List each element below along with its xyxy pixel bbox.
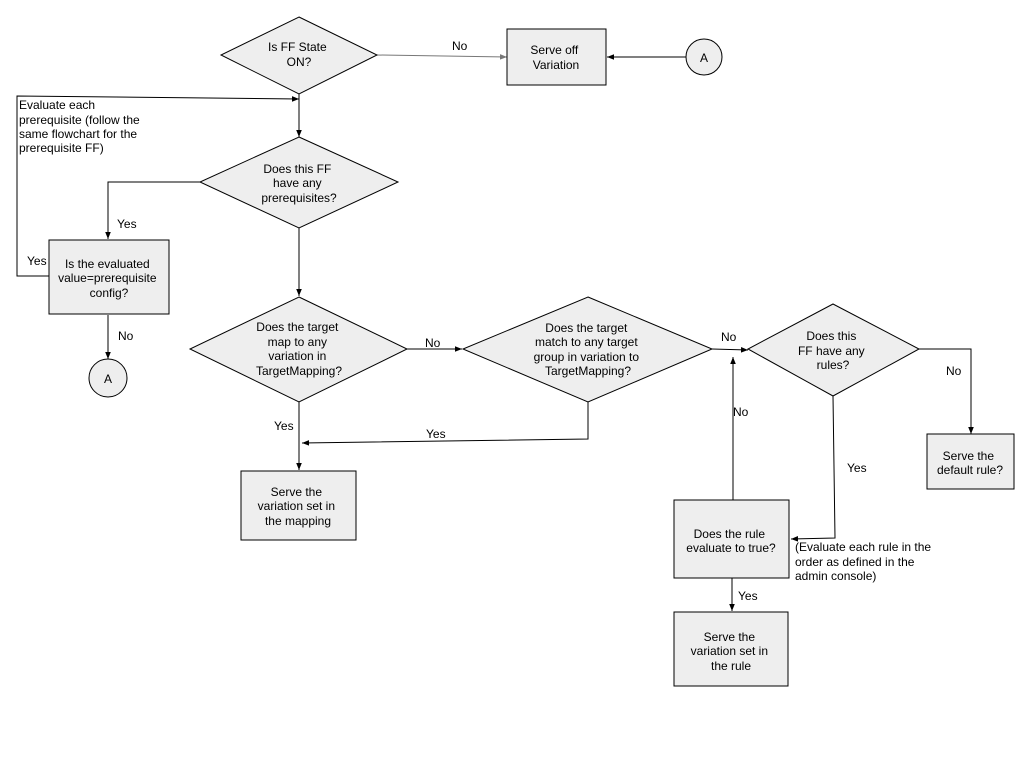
eval-value-box [48, 239, 170, 315]
target-group-line: group in variation to [534, 350, 640, 364]
has-rules-line: Does this [806, 329, 856, 343]
has-rules-line: FF have any [798, 344, 865, 358]
has-prereqs-decision [198, 136, 400, 229]
edge-rules-yes [790, 395, 836, 542]
connector-a-bottom [88, 358, 128, 398]
target-map-line: map to any [268, 335, 327, 349]
edge-label-prereq-yes: Yes [117, 217, 137, 231]
has-prereqs-label: Does this FF have any prerequisites? [261, 162, 337, 205]
connector-a-top-label: A [700, 51, 708, 65]
target-group-label: Does the target match to any target grou… [534, 321, 643, 378]
edge-group-no [711, 347, 749, 353]
edge-label-ff-no: No [452, 39, 468, 53]
target-map-line: Does the target [256, 320, 339, 334]
serve-default-label: Serve the default rule? [937, 449, 1003, 477]
has-prereqs-line: prerequisites? [261, 191, 337, 205]
target-map-line: TargetMapping? [256, 364, 342, 378]
prereq-note-line: Evaluate each [19, 98, 95, 112]
rule-true-line: evaluate to true? [686, 541, 776, 555]
edge-prereq-yes [105, 181, 200, 239]
rule-note-line: order as defined in the [795, 555, 915, 569]
serve-mapping-line: Serve the [271, 485, 323, 499]
edge-rules-no [919, 348, 974, 434]
serve-rule-box [673, 611, 789, 687]
serve-off-line: Serve off [530, 43, 578, 57]
serve-rule-line: Serve the [704, 630, 756, 644]
has-prereqs-line: have any [273, 176, 322, 190]
edge-label-rules-no: No [946, 364, 962, 378]
edge-label-map-yes: Yes [274, 419, 294, 433]
edge-label-map-no: No [425, 336, 441, 350]
target-group-line: Does the target [545, 321, 628, 335]
ff-state-decision [219, 16, 379, 95]
rule-note-line: admin console) [795, 569, 876, 583]
has-prereqs-line: Does this FF [263, 162, 331, 176]
edge-eval-loop-back [16, 95, 300, 277]
serve-mapping-line: the mapping [265, 514, 331, 528]
serve-off-box [506, 28, 607, 86]
edge-label-rules-yes: Yes [847, 461, 867, 475]
rule-note: (Evaluate each rule in the order as defi… [795, 540, 934, 583]
edge-label-rule-no: No [733, 405, 749, 419]
connector-a-bottom-label: A [104, 372, 112, 386]
target-map-label: Does the target map to any variation in … [256, 320, 342, 378]
target-group-line: TargetMapping? [545, 364, 631, 378]
edge-labels: No Yes Yes No No Yes Yes No No Yes No Ye… [27, 39, 962, 603]
serve-mapping-line: variation set in [258, 499, 335, 513]
rule-true-box [673, 499, 790, 579]
rule-true-label: Does the rule evaluate to true? [686, 527, 776, 555]
serve-rule-line: the rule [711, 659, 751, 673]
serve-mapping-box [240, 470, 357, 541]
ff-state-line: Is FF State [268, 40, 327, 54]
node-labels: Is FF State ON? Serve off Variation A Ev… [19, 40, 1003, 673]
ff-state-label: Is FF State ON? [268, 40, 330, 69]
edge-label-group-yes: Yes [426, 427, 446, 441]
target-group-decision [461, 296, 714, 403]
serve-mapping-label: Serve the variation set in the mapping [258, 485, 339, 528]
serve-default-line: default rule? [937, 463, 1003, 477]
prereq-note-line: same flowchart for the [19, 127, 137, 141]
ff-state-line: ON? [287, 55, 312, 69]
serve-rule-line: variation set in [691, 644, 768, 658]
has-rules-decision [746, 303, 921, 397]
has-rules-line: rules? [817, 358, 850, 372]
serve-rule-label: Serve the variation set in the rule [691, 630, 772, 673]
eval-value-line: value=prerequisite [58, 271, 157, 285]
edge-label-group-no: No [721, 330, 737, 344]
prereq-note-line: prerequisite (follow the [19, 113, 140, 127]
prereq-note-line: prerequisite FF) [19, 141, 104, 155]
rule-note-line: (Evaluate each rule in the [795, 540, 931, 554]
serve-off-line: Variation [533, 58, 579, 72]
connector-a-top [685, 38, 723, 76]
target-map-decision [188, 296, 409, 403]
serve-default-box [926, 433, 1015, 490]
prereq-note: Evaluate each prerequisite (follow the s… [19, 98, 143, 155]
edge-label-eval-no: No [118, 329, 134, 343]
edge-label-rule-yes: Yes [738, 589, 758, 603]
flowchart-shapes [48, 16, 1015, 687]
rule-true-line: Does the rule [694, 527, 766, 541]
target-group-line: match to any target [535, 335, 638, 349]
eval-value-line: Is the evaluated [65, 257, 150, 271]
eval-value-label: Is the evaluated value=prerequisite conf… [58, 257, 160, 300]
edge-label-eval-yes: Yes [27, 254, 47, 268]
edge-group-yes [301, 402, 589, 446]
has-rules-label: Does this FF have any rules? [798, 329, 868, 372]
serve-default-line: Serve the [943, 449, 995, 463]
eval-value-line: config? [90, 286, 129, 300]
serve-off-label: Serve off Variation [530, 43, 581, 72]
connector-lines [16, 54, 974, 611]
target-map-line: variation in [268, 349, 326, 363]
edge-ff-no [376, 54, 508, 60]
